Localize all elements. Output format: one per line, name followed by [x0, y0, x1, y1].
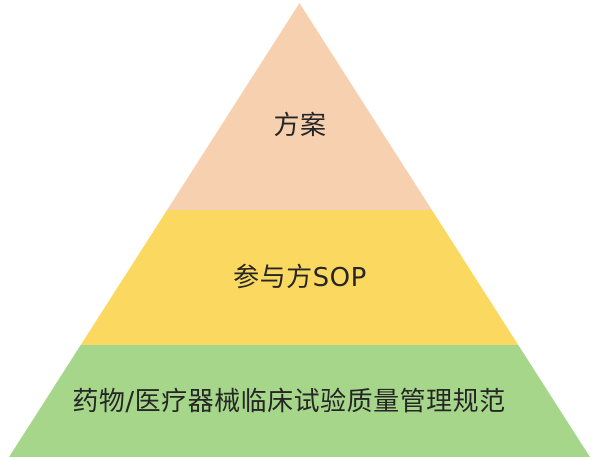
- pyramid-tier-bottom-band: [9, 345, 590, 457]
- pyramid-tier-middle-band: [9, 210, 590, 345]
- pyramid-tier-top-band: [9, 3, 590, 210]
